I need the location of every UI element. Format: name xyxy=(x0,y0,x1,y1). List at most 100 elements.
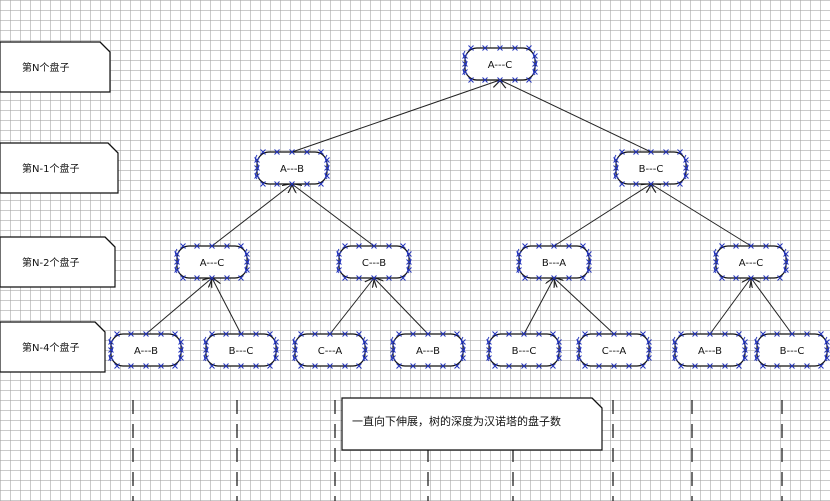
node-l3-4: A---B xyxy=(390,331,466,369)
node-label: A---C xyxy=(200,258,224,269)
selection-handle xyxy=(454,363,460,369)
node-l3-7: A---B xyxy=(672,331,748,369)
selection-handle xyxy=(586,259,592,265)
selection-handle xyxy=(633,149,639,155)
selection-handle xyxy=(722,363,728,369)
selection-handle xyxy=(267,331,273,337)
selection-handle xyxy=(672,347,678,353)
selection-handle xyxy=(274,149,280,155)
edge-l2-3-to-l1-right xyxy=(553,184,651,247)
selection-handle xyxy=(763,243,769,249)
label-fold xyxy=(94,321,106,333)
label-fold xyxy=(99,41,111,53)
selection-handle xyxy=(292,347,298,353)
selection-handle xyxy=(260,149,266,155)
selection-handle xyxy=(108,339,114,345)
selection-handle xyxy=(582,331,588,337)
node-label: B---C xyxy=(229,346,254,357)
selection-handle xyxy=(506,363,512,369)
selection-handle xyxy=(582,363,588,369)
selection-handle xyxy=(532,53,538,59)
selection-handle xyxy=(273,339,279,345)
selection-handle xyxy=(180,243,186,249)
selection-handle xyxy=(440,363,446,369)
selection-handle xyxy=(209,243,215,249)
selection-handle xyxy=(356,363,362,369)
selection-handle xyxy=(108,347,114,353)
selection-handle xyxy=(742,355,748,361)
label-box xyxy=(0,41,111,93)
selection-handle xyxy=(244,251,250,257)
selection-handle xyxy=(203,339,209,345)
edge-l3-6-to-l2-3 xyxy=(554,278,615,335)
selection-handle xyxy=(172,363,178,369)
selection-handle xyxy=(613,157,619,163)
selection-handle xyxy=(482,45,488,51)
selection-handle xyxy=(254,165,260,171)
selection-handle xyxy=(497,77,503,83)
selection-handle xyxy=(516,251,522,257)
selection-handle xyxy=(640,363,646,369)
selection-handle xyxy=(633,181,639,187)
selection-handle xyxy=(336,267,342,273)
node-label: A---B xyxy=(280,164,304,175)
edge-l3-5-to-l2-3 xyxy=(523,278,554,335)
selection-handle xyxy=(224,243,230,249)
selection-handle xyxy=(324,173,330,179)
selection-handle xyxy=(532,69,538,75)
selection-handle xyxy=(486,355,492,361)
selection-handle xyxy=(238,243,244,249)
selection-handle xyxy=(180,275,186,281)
selection-handle xyxy=(522,275,528,281)
selection-handle xyxy=(460,355,466,361)
selection-handle xyxy=(646,347,652,353)
note-box xyxy=(341,397,603,451)
node-label: A---B xyxy=(134,346,158,357)
selection-handle xyxy=(497,45,503,51)
selection-handle xyxy=(289,149,295,155)
node-label: C---A xyxy=(602,346,627,357)
selection-handle xyxy=(324,157,330,163)
selection-handle xyxy=(390,355,396,361)
selection-handle xyxy=(223,363,229,369)
edge-l3-4-to-l2-2 xyxy=(374,278,429,335)
selection-handle xyxy=(566,243,572,249)
selection-handle xyxy=(526,45,532,51)
selection-handle xyxy=(646,355,652,361)
selection-handle xyxy=(178,355,184,361)
label-fold xyxy=(104,236,116,248)
node-label: A---B xyxy=(698,346,722,357)
selection-handle xyxy=(672,355,678,361)
node-label: A---C xyxy=(739,258,763,269)
selection-handle xyxy=(253,331,259,337)
label-level-n: 第N个盘子 xyxy=(0,41,111,93)
selection-handle xyxy=(532,61,538,67)
selection-handle xyxy=(713,259,719,265)
selection-handle xyxy=(400,243,406,249)
selection-handle xyxy=(512,77,518,83)
selection-handle xyxy=(551,275,557,281)
selection-handle xyxy=(804,363,810,369)
selection-handle xyxy=(733,275,739,281)
selection-handle xyxy=(273,347,279,353)
selection-handle xyxy=(158,363,164,369)
selection-handle xyxy=(362,339,368,345)
selection-handle xyxy=(777,275,783,281)
selection-handle xyxy=(223,331,229,337)
selection-handle xyxy=(536,363,542,369)
node-label: B---A xyxy=(542,258,566,269)
edge-l2-2-to-l1-left xyxy=(292,184,375,247)
selection-handle xyxy=(406,251,412,257)
node-l1-left: A---B xyxy=(254,149,330,187)
selection-handle xyxy=(754,339,760,345)
edges xyxy=(145,80,793,335)
selection-handle xyxy=(748,243,754,249)
selection-handle xyxy=(425,363,431,369)
selection-handle xyxy=(742,347,748,353)
selection-handle xyxy=(342,363,348,369)
selection-handle xyxy=(626,331,632,337)
label-level-n-1: 第N-1个盘子 xyxy=(0,142,119,194)
selection-handle xyxy=(304,149,310,155)
selection-handle xyxy=(754,355,760,361)
